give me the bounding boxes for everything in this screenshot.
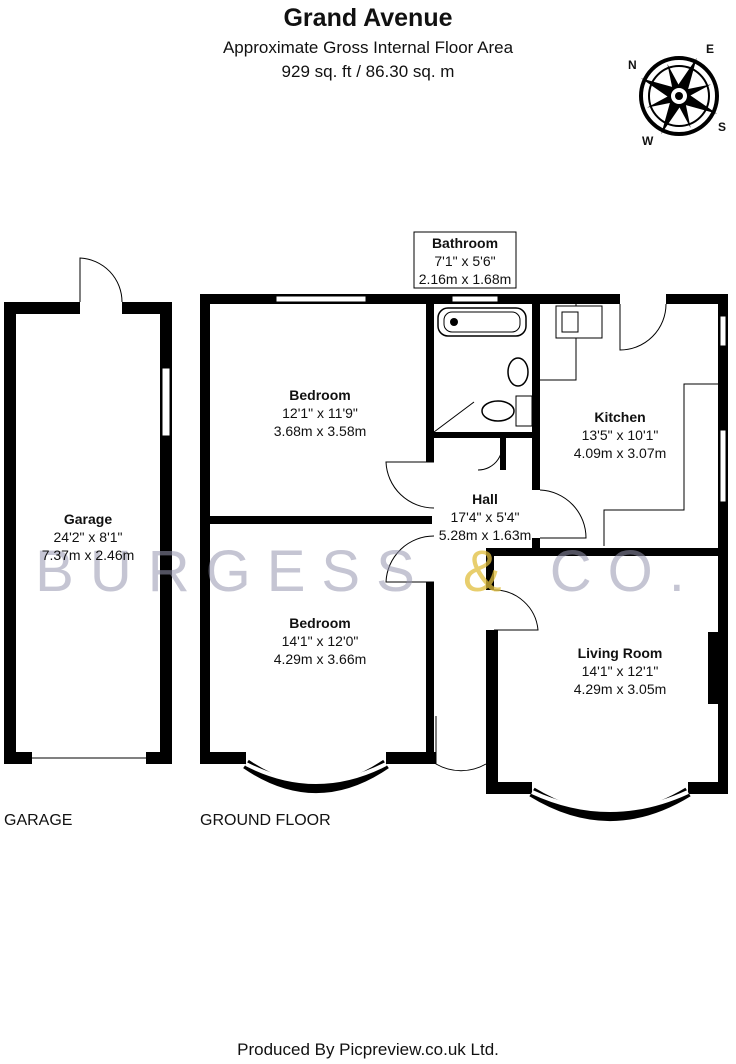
watermark-text-1: BURGESS — [35, 539, 463, 604]
plan-subtitle: Approximate Gross Internal Floor Area — [222, 38, 514, 57]
room-size-imperial: 7'1" x 5'6" — [434, 253, 496, 269]
room-size-imperial: 24'2" x 8'1" — [53, 529, 123, 545]
room-size-metric: 4.29m x 3.05m — [573, 681, 667, 697]
room-label-bathroom: Bathroom 7'1" x 5'6" 2.16m x 1.68m — [414, 234, 516, 288]
room-name: Bedroom — [289, 615, 351, 631]
compass-west-label: W — [642, 134, 654, 148]
room-size-metric: 5.28m x 1.63m — [438, 527, 532, 543]
room-name: Living Room — [577, 645, 663, 661]
room-label-bedroom-2: Bedroom 14'1" x 12'0" 4.29m x 3.66m — [230, 614, 410, 668]
room-label-garage: Garage 24'2" x 8'1" 7.37m x 2.46m — [20, 510, 156, 564]
room-name: Kitchen — [594, 409, 646, 425]
room-label-living-room: Living Room 14'1" x 12'1" 4.29m x 3.05m — [540, 644, 700, 698]
compass-south-label: S — [718, 120, 727, 134]
room-size-metric: 3.68m x 3.58m — [273, 423, 367, 439]
room-name: Hall — [472, 491, 498, 507]
floor-label-ground: GROUND FLOOR — [200, 812, 331, 829]
room-size-metric: 2.16m x 1.68m — [418, 271, 512, 287]
watermark-text-2: CO. — [517, 539, 701, 604]
producer-credit: Produced By Picpreview.co.uk Ltd. — [237, 1040, 499, 1059]
plan-title: Grand Avenue — [283, 4, 453, 32]
room-size-metric: 4.09m x 3.07m — [573, 445, 667, 461]
agency-watermark: BURGESS & CO. — [0, 538, 736, 605]
compass-east-label: E — [706, 42, 715, 56]
room-size-imperial: 17'4" x 5'4" — [450, 509, 520, 525]
room-name: Garage — [63, 511, 113, 527]
room-size-imperial: 12'1" x 11'9" — [282, 405, 358, 421]
room-name: Bathroom — [431, 235, 499, 251]
room-label-hall: Hall 17'4" x 5'4" 5.28m x 1.63m — [420, 490, 550, 544]
room-size-metric: 4.29m x 3.66m — [273, 651, 367, 667]
compass-rose-icon — [639, 56, 719, 136]
room-size-imperial: 14'1" x 12'0" — [281, 633, 359, 649]
garage-structure — [4, 257, 172, 764]
room-label-kitchen: Kitchen 13'5" x 10'1" 4.09m x 3.07m — [550, 408, 690, 462]
compass-north-label: N — [628, 58, 637, 72]
floor-area: 929 sq. ft / 86.30 sq. m — [281, 62, 455, 81]
room-size-imperial: 13'5" x 10'1" — [581, 427, 659, 443]
watermark-ampersand: & — [462, 539, 518, 604]
room-name: Bedroom — [289, 387, 351, 403]
room-size-imperial: 14'1" x 12'1" — [581, 663, 659, 679]
floor-label-garage: GARAGE — [4, 812, 73, 829]
room-label-bedroom-1: Bedroom 12'1" x 11'9" 3.68m x 3.58m — [230, 386, 410, 440]
ground-floor-walls — [200, 231, 728, 821]
room-size-metric: 7.37m x 2.46m — [41, 547, 135, 563]
